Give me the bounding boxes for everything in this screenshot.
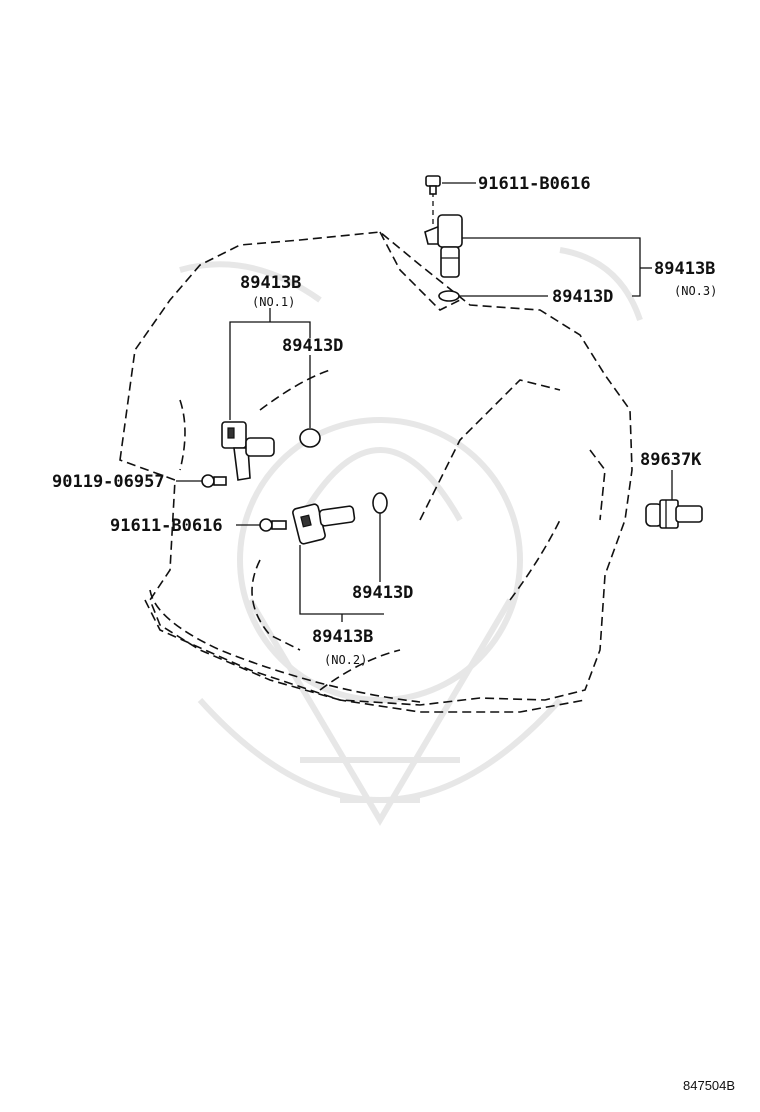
label-oring-no3: 89413D bbox=[552, 287, 613, 307]
label-oring-no1: 89413D bbox=[282, 336, 343, 356]
label-no1: (NO.1) bbox=[252, 295, 295, 309]
diagram-ref-number: 847504B bbox=[683, 1078, 735, 1093]
oring-no2-icon bbox=[372, 492, 388, 514]
oring-no3-icon bbox=[438, 290, 460, 302]
label-sensor-no2: 89413B bbox=[312, 627, 373, 647]
label-bolt-mid: 91611-B0616 bbox=[110, 516, 223, 536]
label-bolt-top: 91611-B0616 bbox=[478, 174, 591, 194]
leader-lines bbox=[176, 182, 673, 622]
label-speed-sensor: 89637K bbox=[640, 450, 702, 470]
transmission-outline bbox=[119, 231, 633, 713]
label-sensor-no3: 89413B bbox=[654, 259, 715, 279]
label-oring-no2: 89413D bbox=[352, 583, 413, 603]
label-bolt-left: 90119-06957 bbox=[52, 472, 165, 492]
sensor-no1-icon bbox=[221, 421, 275, 481]
watermark-emblem bbox=[179, 247, 643, 826]
label-no3: (NO.3) bbox=[674, 284, 717, 298]
sensor-no3-icon bbox=[424, 214, 463, 278]
label-sensor-no1: 89413B bbox=[240, 273, 301, 293]
bolt-left-icon bbox=[201, 474, 227, 488]
bolt-mid-icon bbox=[259, 518, 287, 532]
label-no2: (NO.2) bbox=[324, 653, 367, 667]
speed-sensor-icon bbox=[645, 499, 703, 529]
oring-no1-icon bbox=[299, 428, 321, 448]
bolt-top-icon bbox=[425, 175, 441, 195]
sensor-no2-icon bbox=[292, 503, 356, 545]
